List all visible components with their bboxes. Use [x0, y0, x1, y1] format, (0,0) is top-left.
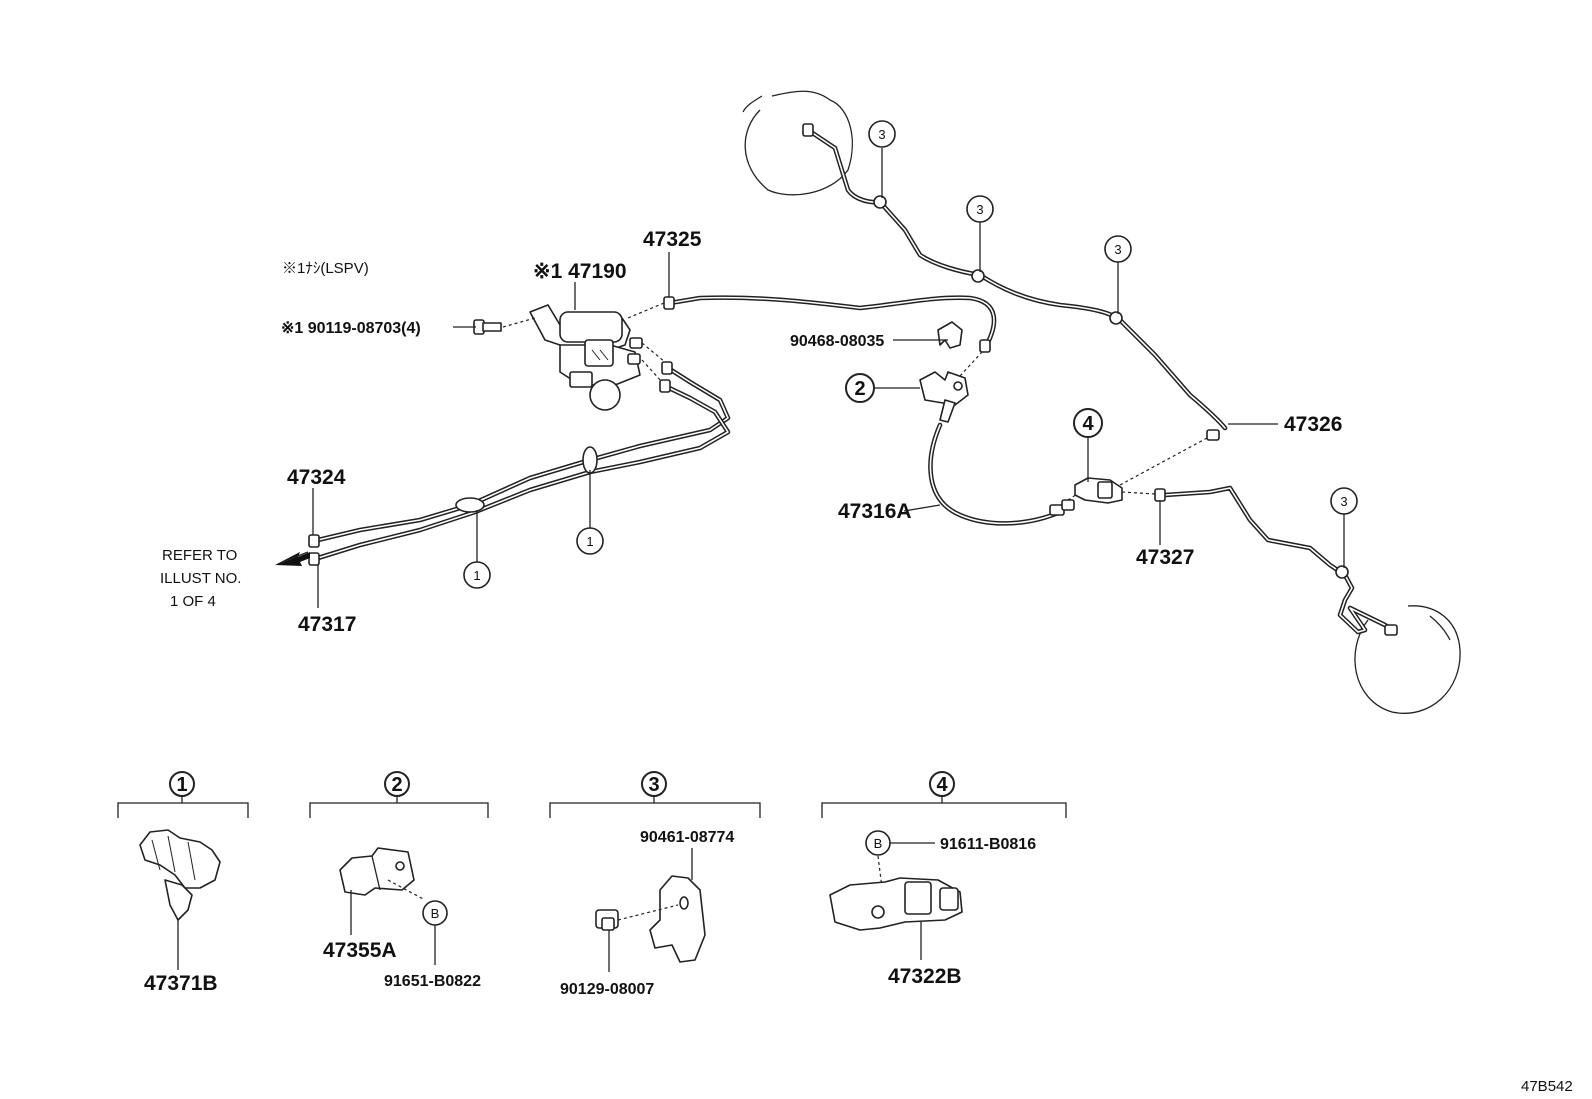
- svg-text:90461-08774: 90461-08774: [640, 829, 734, 846]
- detail-group-1: 1 47371B: [117, 771, 249, 995]
- pipe-clip-icon: [971, 269, 985, 283]
- rear-right-wheel-outline: [1354, 605, 1461, 714]
- mounting-bolt-icon: [473, 319, 502, 335]
- svg-text:1: 1: [586, 534, 593, 549]
- label-47326: 47326: [1284, 413, 1342, 436]
- callout-1-b: 1: [576, 527, 604, 555]
- label-47325: 47325: [643, 228, 702, 251]
- callout-1-a: 1: [463, 561, 491, 589]
- svg-text:91611-B0816: 91611-B0816: [940, 836, 1036, 853]
- svg-text:91651-B0822: 91651-B0822: [384, 973, 481, 990]
- callout-3-b: 3: [966, 195, 994, 223]
- pipe-clamp-icon: [455, 497, 485, 513]
- svg-text:2: 2: [391, 774, 402, 796]
- pipe-clip-icon: [1109, 311, 1123, 325]
- detail-group-3: 3 90461-08774 90129-08007: [549, 771, 761, 998]
- pipe-clip-icon: [873, 195, 887, 209]
- svg-text:B: B: [431, 906, 440, 921]
- svg-text:B: B: [874, 836, 883, 851]
- rear-left-wheel-outline: [742, 90, 853, 196]
- label-47324: 47324: [287, 466, 346, 489]
- svg-text:1: 1: [176, 774, 187, 796]
- detail-group-4: 4 B 91611-B0816 47322B: [821, 771, 1067, 988]
- svg-text:90129-08007: 90129-08007: [560, 981, 654, 998]
- svg-text:4: 4: [1082, 413, 1094, 435]
- svg-text:3: 3: [1340, 494, 1347, 509]
- svg-text:2: 2: [854, 378, 865, 400]
- svg-text:3: 3: [976, 202, 983, 217]
- callout-3-c: 3: [1104, 235, 1132, 263]
- svg-text:47322B: 47322B: [888, 965, 962, 988]
- hose-bracket-icon: [919, 371, 969, 423]
- bolt-detail-icon: [595, 909, 619, 931]
- pipe-clamp-icon: [582, 446, 598, 474]
- label-lspv-note: ※1ﾅｼ(LSPV): [282, 260, 369, 277]
- figure-code: 47B542: [1521, 1078, 1573, 1095]
- load-sensing-proportioning-valve-icon: [529, 304, 643, 411]
- refer-to-line-3: 1 OF 4: [170, 593, 216, 610]
- clip-detail-icon: [649, 875, 706, 963]
- label-47327: 47327: [1136, 546, 1194, 569]
- label-leader-lines: [312, 148, 1345, 608]
- label-bolt: ※1 90119-08703(4): [281, 320, 421, 337]
- svg-text:47355A: 47355A: [323, 939, 397, 962]
- callout-3-a: 3: [868, 120, 896, 148]
- svg-text:3: 3: [878, 127, 885, 142]
- svg-text:4: 4: [936, 774, 948, 796]
- svg-text:47371B: 47371B: [144, 972, 218, 995]
- three-way-union-detail-icon: [829, 877, 963, 931]
- hose-bracket-detail-icon: [339, 847, 415, 896]
- pipe-clamp-detail-icon: [139, 829, 221, 921]
- hose-clip-icon: [937, 321, 963, 349]
- svg-text:3: 3: [648, 774, 659, 796]
- refer-to-line-1: REFER TO: [162, 547, 237, 564]
- three-way-union-icon: [1049, 477, 1123, 516]
- callout-3-d: 3: [1330, 487, 1358, 515]
- label-47316A: 47316A: [838, 500, 912, 523]
- label-90468-08035: 90468-08035: [790, 333, 884, 350]
- detail-group-2: 2 47355A B 91651-B0822: [309, 771, 489, 990]
- callout-2: 2: [845, 373, 875, 403]
- callout-4: 4: [1073, 408, 1103, 438]
- label-47317: 47317: [298, 613, 356, 636]
- refer-arrow-icon: [275, 551, 310, 566]
- svg-text:3: 3: [1114, 242, 1121, 257]
- refer-to-line-2: ILLUST NO.: [160, 570, 241, 587]
- pipe-clip-icon: [1335, 565, 1349, 579]
- label-47190: ※1 47190: [533, 260, 627, 283]
- svg-text:1: 1: [473, 568, 480, 583]
